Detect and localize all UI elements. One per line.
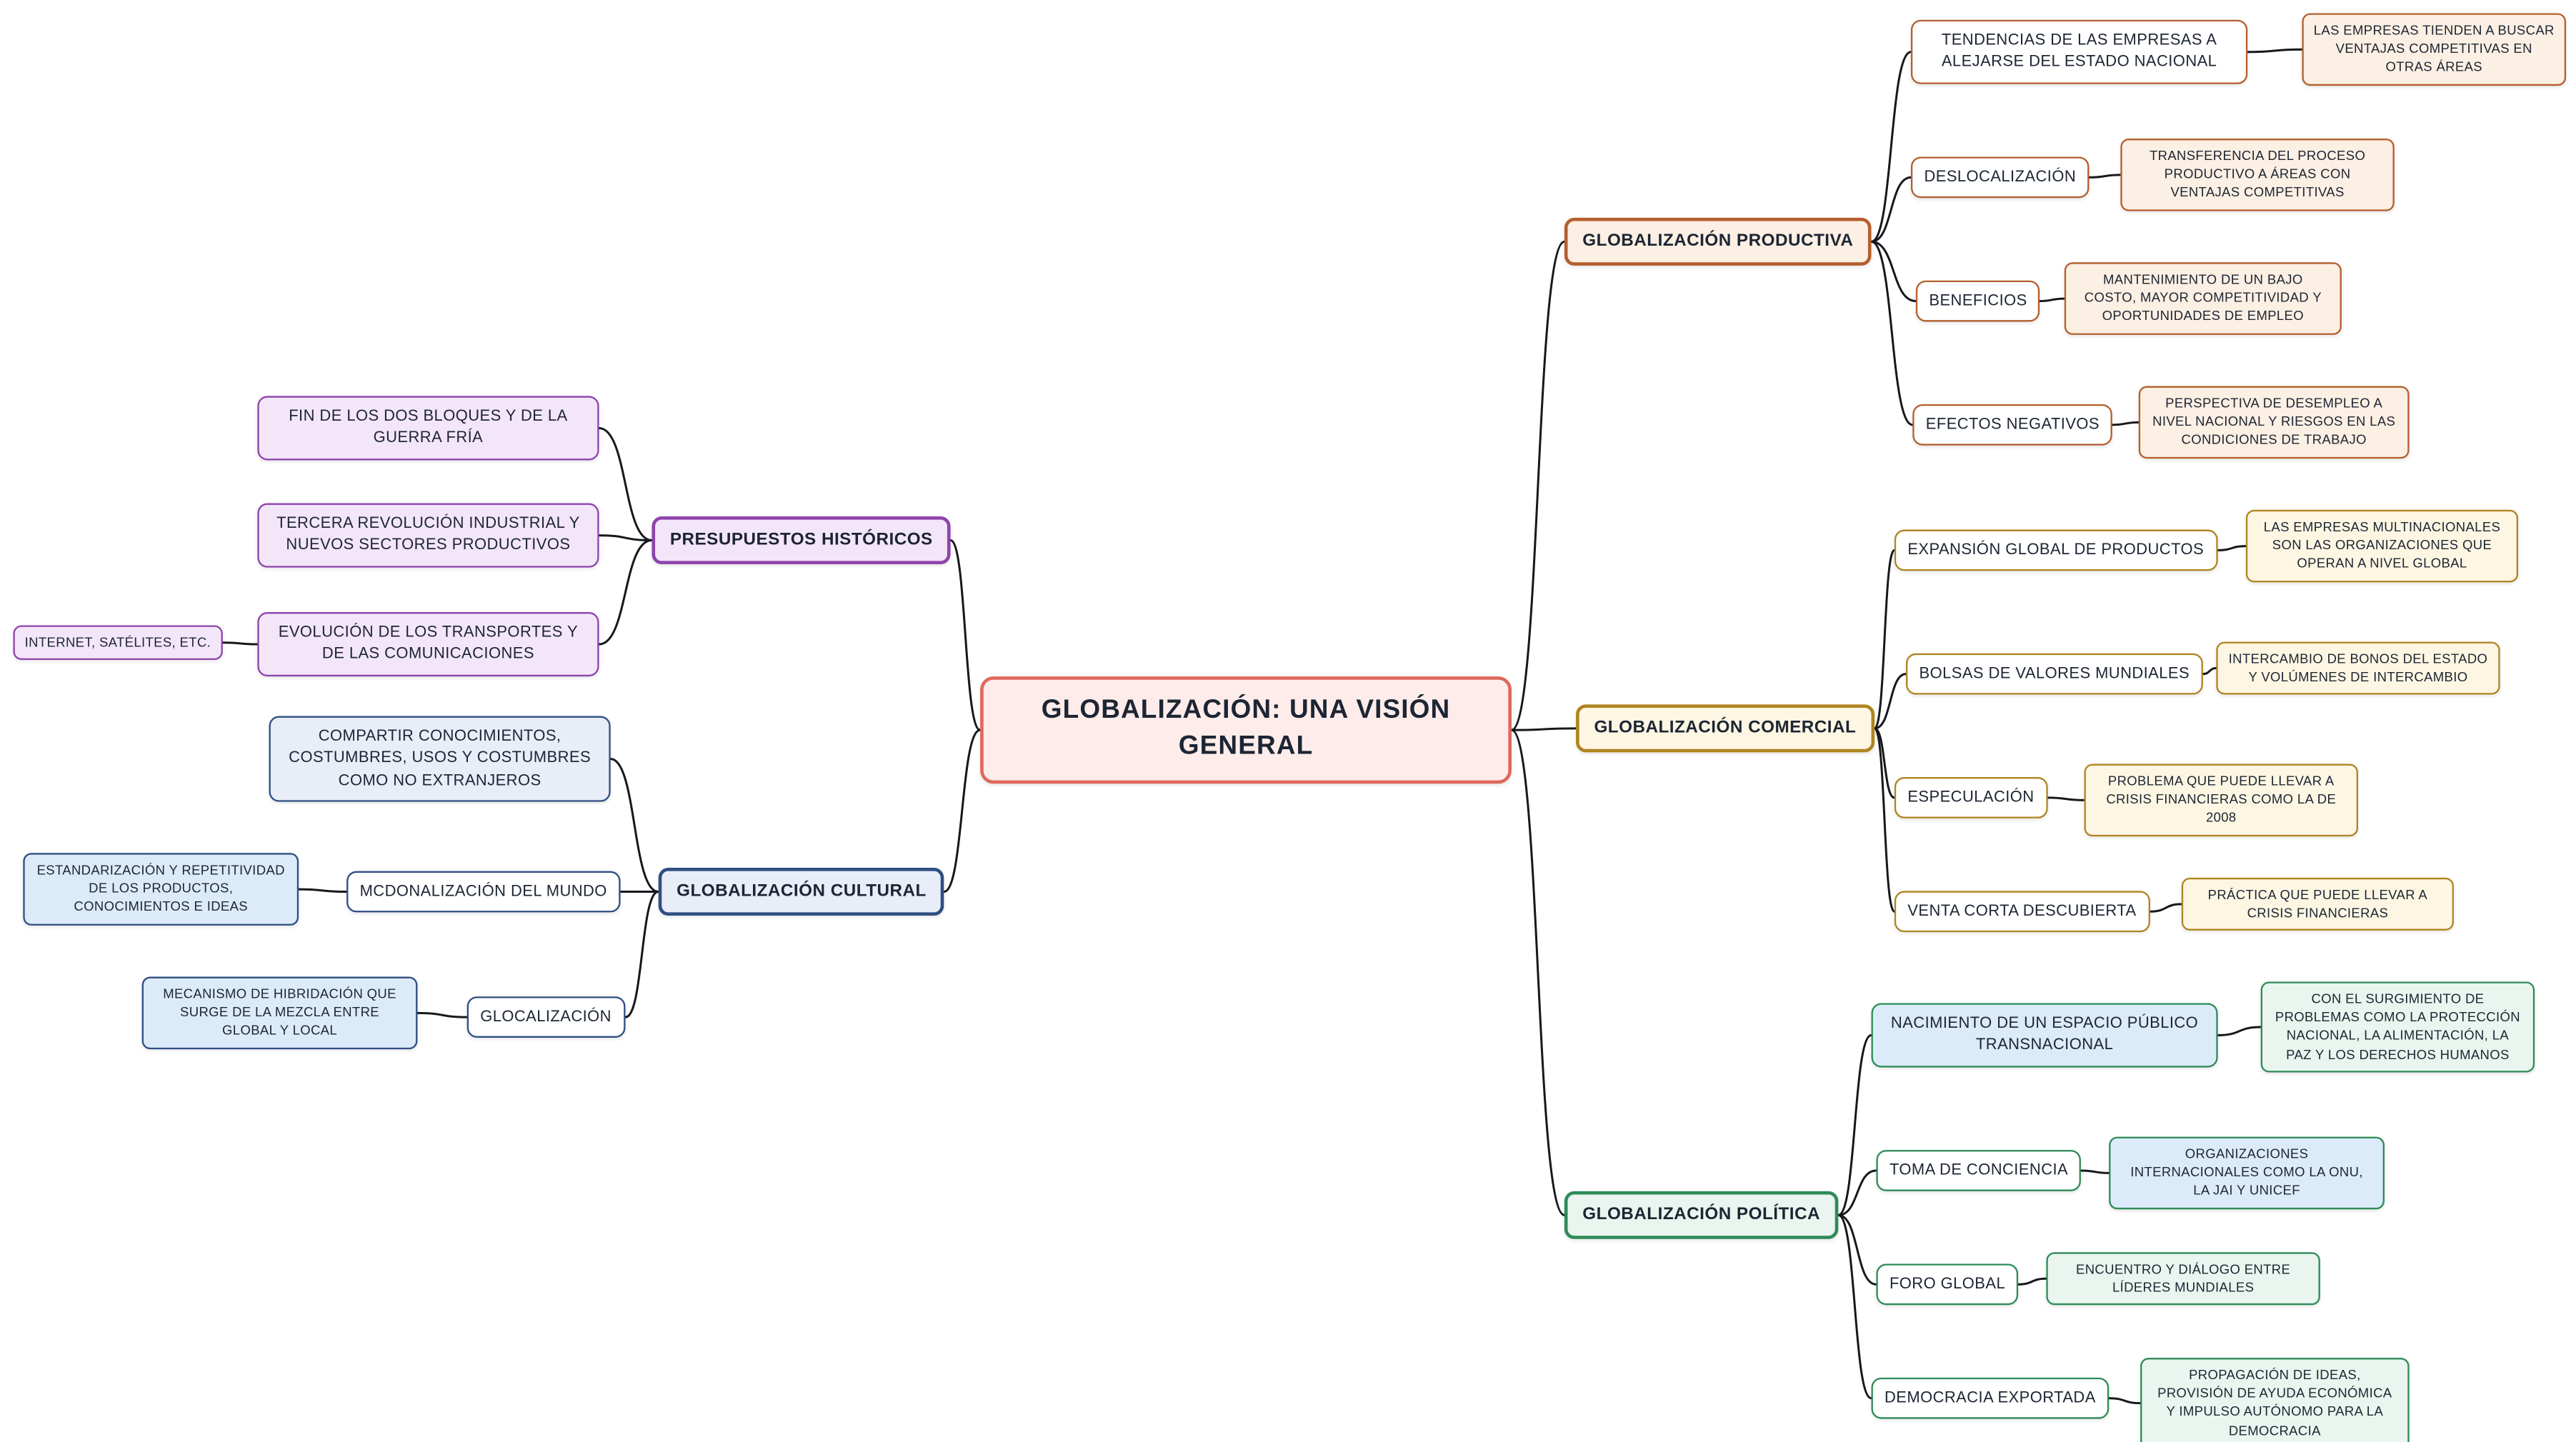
topic-glocalizacion[interactable]: GLOCALIZACIÓN xyxy=(466,996,625,1039)
note-glocalizacion[interactable]: MECANISMO DE HIBRIDACIÓN QUE SURGE DE LA… xyxy=(141,976,418,1049)
branch-comercial[interactable]: GLOBALIZACIÓN COMERCIAL xyxy=(1576,704,1874,753)
note-democracia-exportada[interactable]: PROPAGACIÓN DE IDEAS, PROVISIÓN DE AYUDA… xyxy=(2140,1358,2410,1442)
note-especulacion[interactable]: PROBLEMA QUE PUEDE LLEVAR A CRISIS FINAN… xyxy=(2084,763,2358,836)
topic-fin-bloques[interactable]: FIN DE LOS DOS BLOQUES Y DE LA GUERRA FR… xyxy=(257,396,599,461)
center-node[interactable]: GLOBALIZACIÓN: UNA VISIÓN GENERAL xyxy=(980,676,1512,783)
topic-bolsas-valores[interactable]: BOLSAS DE VALORES MUNDIALES xyxy=(1906,653,2203,696)
branch-politica[interactable]: GLOBALIZACIÓN POLÍTICA xyxy=(1564,1191,1839,1239)
note-foro-global[interactable]: ENCUENTRO Y DIÁLOGO ENTRE LÍDERES MUNDIA… xyxy=(2046,1252,2320,1306)
branch-productiva[interactable]: GLOBALIZACIÓN PRODUCTIVA xyxy=(1564,217,1872,266)
topic-venta-corta[interactable]: VENTA CORTA DESCUBIERTA xyxy=(1894,891,2150,933)
note-beneficios[interactable]: MANTENIMIENTO DE UN BAJO COSTO, MAYOR CO… xyxy=(2064,262,2342,334)
topic-beneficios[interactable]: BENEFICIOS xyxy=(1915,280,2041,323)
note-bolsas-valores[interactable]: INTERCAMBIO DE BONOS DEL ESTADO Y VOLÚME… xyxy=(2216,641,2500,696)
note-venta-corta[interactable]: PRÁCTICA QUE PUEDE LLEVAR A CRISIS FINAN… xyxy=(2181,877,2454,931)
topic-compartir-conocimientos[interactable]: COMPARTIR CONOCIMIENTOS, COSTUMBRES, USO… xyxy=(269,716,611,803)
topic-tendencias[interactable]: TENDENCIAS DE LAS EMPRESAS A ALEJARSE DE… xyxy=(1910,19,2248,84)
topic-toma-conciencia[interactable]: TOMA DE CONCIENCIA xyxy=(1876,1150,2082,1192)
note-estandarizacion[interactable]: ESTANDARIZACIÓN Y REPETITIVIDAD DE LOS P… xyxy=(23,853,299,925)
topic-foro-global[interactable]: FORO GLOBAL xyxy=(1876,1263,2019,1306)
note-tendencias[interactable]: LAS EMPRESAS TIENDEN A BUSCAR VENTAJAS C… xyxy=(2302,13,2567,86)
note-deslocalizacion[interactable]: TRANSFERENCIA DEL PROCESO PRODUCTIVO A Á… xyxy=(2120,139,2395,211)
note-expansion-global[interactable]: LAS EMPRESAS MULTINACIONALES SON LAS ORG… xyxy=(2245,509,2519,582)
branch-cultural[interactable]: GLOBALIZACIÓN CULTURAL xyxy=(658,868,945,916)
topic-especulacion[interactable]: ESPECULACIÓN xyxy=(1894,777,2048,819)
topic-efectos-negativos[interactable]: EFECTOS NEGATIVOS xyxy=(1912,404,2113,446)
topic-deslocalizacion[interactable]: DESLOCALIZACIÓN xyxy=(1910,156,2090,199)
topic-expansion-global[interactable]: EXPANSIÓN GLOBAL DE PRODUCTOS xyxy=(1894,529,2217,572)
note-espacio-publico[interactable]: CON EL SURGIMIENTO DE PROBLEMAS COMO LA … xyxy=(2260,981,2535,1072)
branch-historicos[interactable]: PRESUPUESTOS HISTÓRICOS xyxy=(652,516,952,564)
note-toma-conciencia[interactable]: ORGANIZACIONES INTERNACIONALES COMO LA O… xyxy=(2109,1136,2385,1209)
note-internet-satelites[interactable]: INTERNET, SATÉLITES, ETC. xyxy=(13,625,223,661)
topic-evolucion-transportes[interactable]: EVOLUCIÓN DE LOS TRANSPORTES Y DE LAS CO… xyxy=(257,612,599,677)
topic-democracia-exportada[interactable]: DEMOCRACIA EXPORTADA xyxy=(1871,1377,2110,1420)
topic-espacio-publico[interactable]: NACIMIENTO DE UN ESPACIO PÚBLICO TRANSNA… xyxy=(1871,1003,2218,1068)
topic-mcdonalizacion[interactable]: MCDONALIZACIÓN DEL MUNDO xyxy=(346,871,621,913)
topic-tercera-revolucion[interactable]: TERCERA REVOLUCIÓN INDUSTRIAL Y NUEVOS S… xyxy=(257,503,599,568)
note-efectos-negativos[interactable]: PERSPECTIVA DE DESEMPLEO A NIVEL NACIONA… xyxy=(2138,386,2410,459)
